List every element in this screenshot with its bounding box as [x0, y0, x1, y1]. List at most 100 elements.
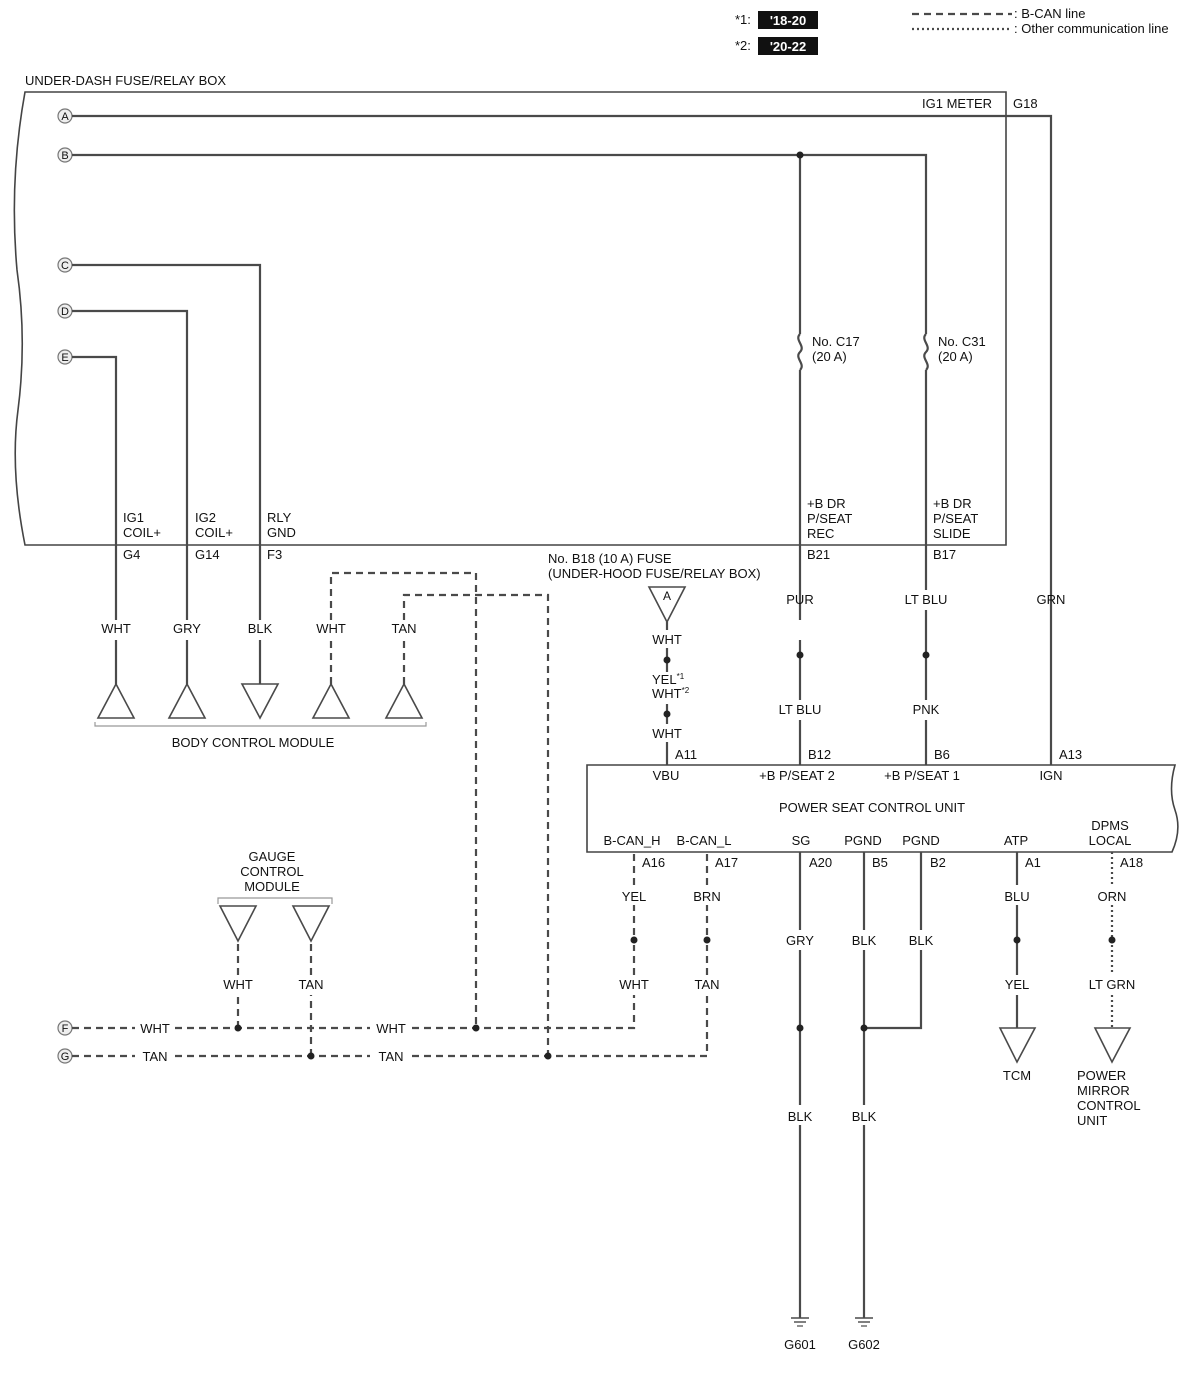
- underhood-fuse-terminal: [647, 586, 687, 624]
- note1-badge: [758, 11, 818, 29]
- pscu-pgnd1-label: PGND: [844, 833, 882, 848]
- splice-bcan-h: [630, 936, 638, 944]
- splice-fuse-2: [663, 710, 671, 718]
- splice-ltblu-pnk: [922, 651, 930, 659]
- pscu-b12-pin: B12: [808, 747, 831, 762]
- note1-years: '18-20: [770, 13, 806, 28]
- mirror-terminal: [1093, 1027, 1132, 1064]
- rly-gnd-label-1: RLY: [267, 510, 292, 525]
- wire-label-tan-bcm: TAN: [391, 621, 416, 636]
- b21-pin: B21: [807, 547, 830, 562]
- note2-key: *2:: [735, 38, 751, 53]
- wire-label-wht-text: WHT: [652, 686, 682, 701]
- wire-label-gcm-wht: WHT: [223, 977, 253, 992]
- wire-b: [72, 153, 928, 334]
- wire-label-orn-a18: ORN: [1098, 889, 1127, 904]
- wire-e-ig1: [72, 355, 118, 620]
- splice-bcan-l: [703, 936, 711, 944]
- wire-label-f-wht-left: WHT: [140, 1021, 170, 1036]
- connector-a-label: A: [61, 111, 69, 123]
- ig2-coil-label-1: IG2: [195, 510, 216, 525]
- pscu-ign-label: IGN: [1039, 768, 1062, 783]
- note2-years: '20-22: [770, 39, 806, 54]
- splice-pur-ltblu: [796, 651, 804, 659]
- underhood-fuse-label-2: (UNDER-HOOD FUSE/RELAY BOX): [548, 566, 761, 581]
- bdr-slide-label-1: +B DR: [933, 496, 972, 511]
- wire-label-tan-a17: TAN: [694, 977, 719, 992]
- pscu-a1-pin: A1: [1025, 855, 1041, 870]
- connector-e-label: E: [61, 352, 68, 364]
- splice-fuse-1: [663, 656, 671, 664]
- pscu-outline: [586, 764, 1179, 853]
- wire-label-wht-e: WHT: [101, 621, 131, 636]
- wire-label-pur: PUR: [786, 592, 813, 607]
- b17-pin: B17: [933, 547, 956, 562]
- pscu-a20-pin: A20: [809, 855, 832, 870]
- connector-f-label: F: [62, 1023, 69, 1035]
- underdash-box-outline: [13, 91, 1007, 546]
- wire-label-gry-d: GRY: [173, 621, 201, 636]
- g601-label: G601: [784, 1337, 816, 1352]
- fuse-c17-label-2: (20 A): [812, 349, 847, 364]
- bcm-terminal-gry: [167, 682, 207, 719]
- bdr-rec-label-1: +B DR: [807, 496, 846, 511]
- wire-label-ltblu-b17: LT BLU: [905, 592, 948, 607]
- wire-label-wht-a11: WHT: [652, 726, 682, 741]
- bcan-f-seg3: [412, 995, 636, 1030]
- bcm-label: BODY CONTROL MODULE: [172, 735, 335, 750]
- wire-label-blk-c: BLK: [248, 621, 273, 636]
- destinations: TCM POWER MIRROR CONTROL UNIT: [1003, 1068, 1141, 1128]
- bcm-terminal-wht: [96, 682, 136, 719]
- rly-gnd-label-2: GND: [267, 525, 296, 540]
- wire-label-yel-a1: YEL: [1005, 977, 1030, 992]
- ig1-coil-label-1: IG1: [123, 510, 144, 525]
- gcm-terminal-tan: [291, 905, 331, 943]
- wire-a-ig1-meter: [72, 114, 1053, 765]
- wire-label-wht-note: WHT*2: [652, 686, 690, 701]
- tcm-terminal: [998, 1027, 1037, 1064]
- grounds: G601 G602: [784, 1317, 880, 1352]
- gcm-label-1: GAUGE: [249, 849, 296, 864]
- splice-f-gcm: [234, 1024, 242, 1032]
- pscu-a17-pin: A17: [715, 855, 738, 870]
- wire-label-g-tan-mid: TAN: [378, 1049, 403, 1064]
- wire-label-yel-note-mark: *1: [677, 672, 685, 681]
- wire-label-yel-a16: YEL: [622, 889, 647, 904]
- pscu-bcan-l-label: B-CAN_L: [677, 833, 732, 848]
- pscu-pseat1-label: +B P/SEAT 1: [884, 768, 960, 783]
- fuse-c31-label-2: (20 A): [938, 349, 973, 364]
- bcan-wires: [72, 571, 711, 1060]
- power-seat-control-unit: POWER SEAT CONTROL UNIT A11 VBU B12 +B P…: [586, 747, 1179, 870]
- wire-b2-join: [864, 950, 923, 1030]
- pscu-dpms-label-1: DPMS: [1091, 818, 1129, 833]
- upper-wires: [72, 114, 1053, 765]
- wire-label-blk-a20: BLK: [788, 1109, 813, 1124]
- gcm-label-3: MODULE: [244, 879, 300, 894]
- wire-color-labels: WHT GRY BLK WHT TAN WHT YEL*1 WHT*2 WHT …: [101, 592, 1135, 1124]
- wire-label-gcm-tan: TAN: [298, 977, 323, 992]
- note2-badge: [758, 37, 818, 55]
- bcan-bcm-tan: [402, 593, 550, 1056]
- wire-label-yel-note: YEL*1: [652, 672, 685, 687]
- bdr-rec-label-2: P/SEAT: [807, 511, 852, 526]
- gcm-label-2: CONTROL: [240, 864, 304, 879]
- body-control-module: BODY CONTROL MODULE: [94, 682, 427, 750]
- splice-g601: [796, 1024, 804, 1032]
- wire-label-wht-bcm: WHT: [316, 621, 346, 636]
- mirror-label-1: POWER: [1077, 1068, 1126, 1083]
- pscu-b2-pin: B2: [930, 855, 946, 870]
- connector-circles: A B C D E F G: [57, 108, 73, 1064]
- wire-label-ltgrn-a18: LT GRN: [1089, 977, 1135, 992]
- ig1-coil-label-2: COIL+: [123, 525, 161, 540]
- pscu-b6-pin: B6: [934, 747, 950, 762]
- fuse-c31-label-1: No. C31: [938, 334, 986, 349]
- underhood-fuse-connector: A: [663, 589, 671, 603]
- pscu-atp-label: ATP: [1004, 833, 1028, 848]
- bcm-bracket: [94, 722, 427, 727]
- fuse-c17-symbol: [797, 333, 803, 371]
- legend: : B-CAN line : Other communication line …: [735, 6, 1169, 55]
- splice-g-gcm: [307, 1052, 315, 1060]
- bcm-terminal-tan: [384, 682, 424, 719]
- bdr-rec-label-3: REC: [807, 526, 834, 541]
